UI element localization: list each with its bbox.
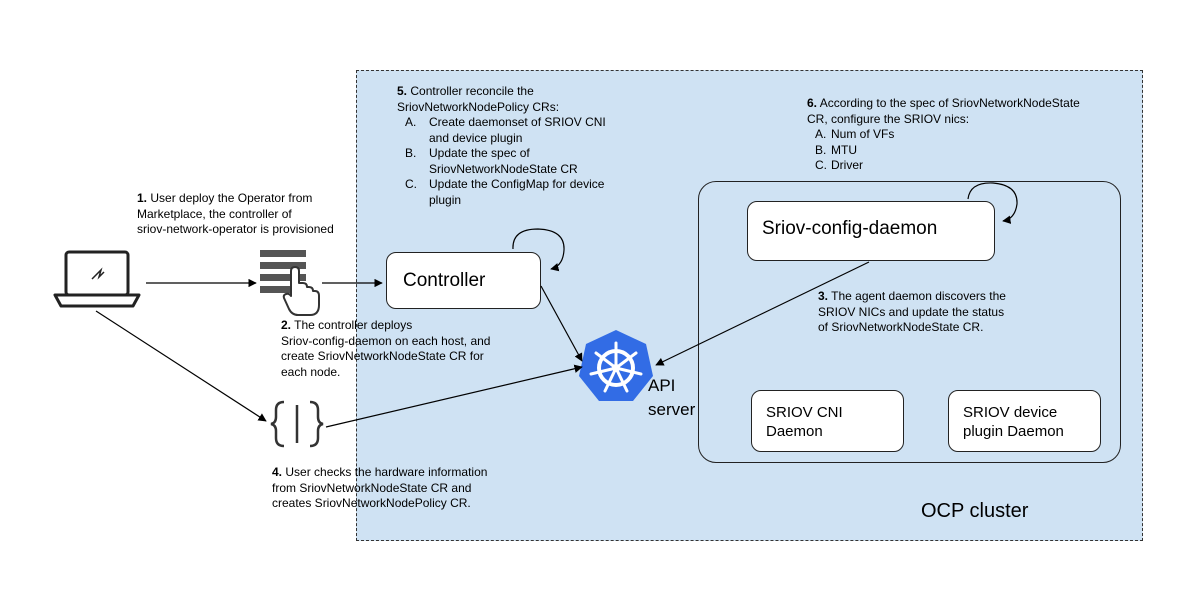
- api-label-line1: API: [648, 376, 676, 395]
- step6-item-c-letter: C.: [815, 158, 827, 172]
- step6-note: 6. According to the spec of SriovNetwork…: [807, 96, 1080, 174]
- arrow-braces-to-api: [325, 364, 583, 428]
- step5-item-a-letter: A.: [405, 115, 417, 129]
- step6-number: 6.: [807, 96, 818, 110]
- dp-label-line2: plugin Daemon: [963, 423, 1064, 440]
- step5-item-a-line1: Create daemonset of SRIOV CNI: [429, 115, 606, 129]
- step5-item-c-line2: plugin: [429, 192, 462, 207]
- step5-item-c-line1: Update the ConfigMap for device: [429, 177, 605, 191]
- step6-line1: According to the spec of SriovNetworkNod…: [819, 96, 1080, 110]
- step3-line3: of SriovNetworkNodeState CR.: [818, 320, 984, 334]
- daemon-label: Sriov-config-daemon: [762, 218, 938, 239]
- step1-line1: User deploy the Operator from: [150, 191, 313, 205]
- controller-reconcile-loop: [512, 228, 565, 272]
- step2-note: 2. The controller deploys Sriov-config-d…: [281, 318, 490, 380]
- api-server-label: API server: [648, 374, 695, 422]
- step2-number: 2.: [281, 318, 292, 332]
- step6-item-a-letter: A.: [815, 127, 827, 141]
- marketplace-hand-icon: [260, 250, 320, 316]
- step1-line3: sriov-network-operator is provisioned: [137, 222, 334, 236]
- step6-line2: CR, configure the SRIOV nics:: [807, 111, 970, 126]
- laptop-icon: [53, 250, 141, 308]
- step3-note: 3. The agent daemon discovers the SRIOV …: [818, 289, 1006, 336]
- step5-item-c-letter: C.: [405, 177, 417, 191]
- step5-number: 5.: [397, 84, 408, 98]
- step4-line3: creates SriovNetworkNodePolicy CR.: [272, 496, 471, 510]
- sriov-device-plugin-box: SRIOV device plugin Daemon: [948, 390, 1101, 452]
- step3-number: 3.: [818, 289, 829, 303]
- braces-icon: [270, 400, 324, 448]
- arrow-laptop-to-braces: [95, 310, 267, 422]
- controller-box: Controller: [386, 252, 541, 309]
- step6-item-c: C. Driver: [807, 158, 1080, 174]
- node-host-group: [698, 181, 1121, 463]
- step1-line2: Marketplace, the controller of: [137, 206, 292, 221]
- step1-number: 1.: [137, 191, 148, 205]
- daemon-reconcile-loop: [967, 182, 1018, 224]
- cni-label-line2: Daemon: [766, 423, 823, 440]
- sriov-config-daemon-box: Sriov-config-daemon: [747, 201, 995, 261]
- step2-line2: Sriov-config-daemon on each host, and: [281, 333, 491, 348]
- step6-item-a: A. Num of VFs: [807, 127, 1080, 143]
- step5-item-b-letter: B.: [405, 146, 417, 160]
- step5-item-b-line2: SriovNetworkNodeState CR: [429, 161, 578, 176]
- kubernetes-logo-icon: [579, 330, 653, 401]
- step4-number: 4.: [272, 465, 283, 479]
- step6-item-a-line1: Num of VFs: [831, 127, 895, 141]
- step1-note: 1. User deploy the Operator from Marketp…: [137, 191, 334, 238]
- api-label-line2: server: [648, 400, 696, 419]
- step6-item-c-line1: Driver: [831, 158, 863, 172]
- step5-note: 5. Controller reconcile the SriovNetwork…: [397, 84, 606, 208]
- step3-line1: The agent daemon discovers the: [831, 289, 1006, 303]
- step4-note: 4. User checks the hardware information …: [272, 465, 487, 512]
- step4-line2: from SriovNetworkNodeState CR and: [272, 480, 472, 495]
- step2-line3: create SriovNetworkNodeState CR for: [281, 349, 484, 363]
- sriov-cni-daemon-box: SRIOV CNI Daemon: [751, 390, 904, 452]
- step2-line1: The controller deploys: [294, 318, 413, 332]
- step5-item-a-line2: and device plugin: [429, 130, 523, 145]
- step5-line1: Controller reconcile the: [410, 84, 534, 98]
- step5-line2: SriovNetworkNodePolicy CRs:: [397, 99, 560, 114]
- step3-line2: SRIOV NICs and update the status: [818, 304, 1005, 319]
- step6-item-b-line1: MTU: [831, 142, 857, 157]
- step2-line4: each node.: [281, 364, 341, 379]
- arrow-controller-to-api: [540, 285, 583, 362]
- controller-label: Controller: [403, 270, 486, 291]
- cni-label-line1: SRIOV CNI: [766, 404, 843, 421]
- dp-label-line1: SRIOV device: [963, 404, 1058, 421]
- step5-item-b-line1: Update the spec of: [429, 146, 530, 160]
- step4-line1: User checks the hardware information: [285, 465, 488, 479]
- step6-item-b-letter: B.: [815, 142, 827, 157]
- step6-item-b: B. MTU: [807, 143, 1080, 159]
- ocp-cluster-label: OCP cluster: [921, 500, 1029, 522]
- arrow-daemon-to-api: [655, 261, 870, 366]
